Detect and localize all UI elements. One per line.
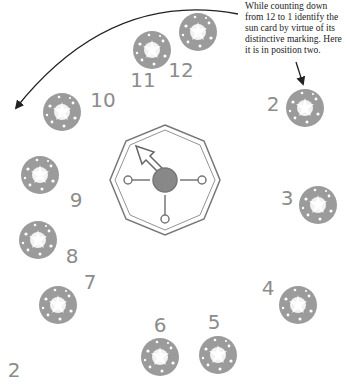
position-number: 3: [281, 188, 294, 208]
position-number: 7: [84, 272, 97, 292]
position-number: 8: [66, 246, 79, 266]
position-number: 4: [262, 278, 275, 298]
card-circles: [19, 13, 337, 376]
position-number: 2: [267, 94, 280, 114]
page-number: 2: [8, 360, 21, 380]
position-number: 11: [130, 70, 155, 90]
position-number: 10: [90, 90, 115, 110]
position-number: 12: [168, 60, 193, 80]
position-number: 6: [154, 315, 167, 335]
instruction-note: While counting down from 12 to 1 identif…: [245, 1, 345, 56]
clock-face: [110, 125, 220, 235]
position-number: 5: [208, 312, 221, 332]
position-number: 9: [70, 190, 83, 210]
